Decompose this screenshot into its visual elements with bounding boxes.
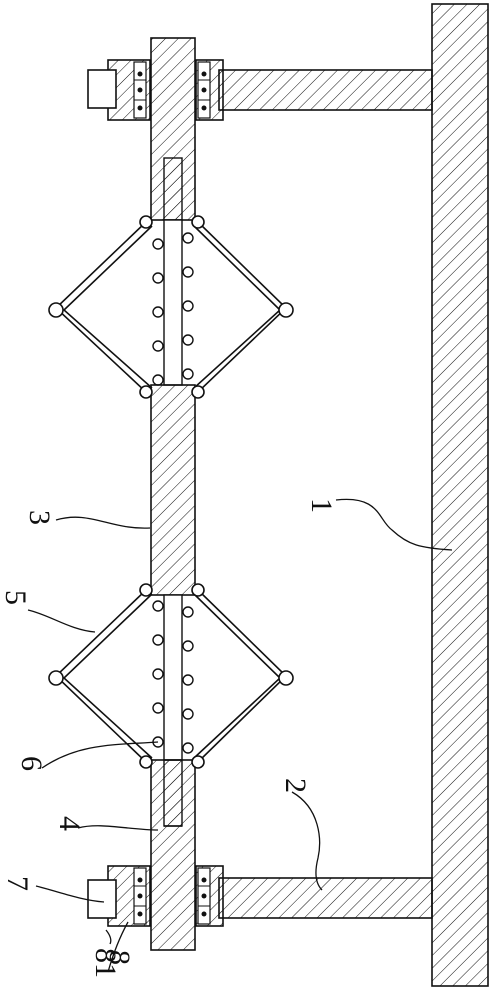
label-6: 6 xyxy=(15,756,48,771)
label-81: 81 xyxy=(89,948,122,978)
linkage-top xyxy=(48,215,294,399)
spring-top xyxy=(152,232,194,386)
support-leg-top xyxy=(218,69,433,111)
spring-bottom xyxy=(152,600,194,754)
clamp-block-bottom xyxy=(87,879,117,919)
leader-lines xyxy=(27,498,453,973)
clamp-block-top xyxy=(87,69,117,109)
label-2: 2 xyxy=(279,778,312,793)
linkage-bottom xyxy=(48,583,294,769)
label-3: 3 xyxy=(23,510,56,525)
label-7: 7 xyxy=(1,876,34,891)
support-leg-bottom xyxy=(218,877,433,919)
label-4: 4 xyxy=(53,816,86,831)
label-8: 8 xyxy=(103,950,136,965)
label-5: 5 xyxy=(0,590,32,605)
bearing-housing-top xyxy=(107,59,224,121)
base-plate xyxy=(431,3,489,987)
label-1: 1 xyxy=(305,498,338,513)
central-shaft xyxy=(150,37,196,951)
